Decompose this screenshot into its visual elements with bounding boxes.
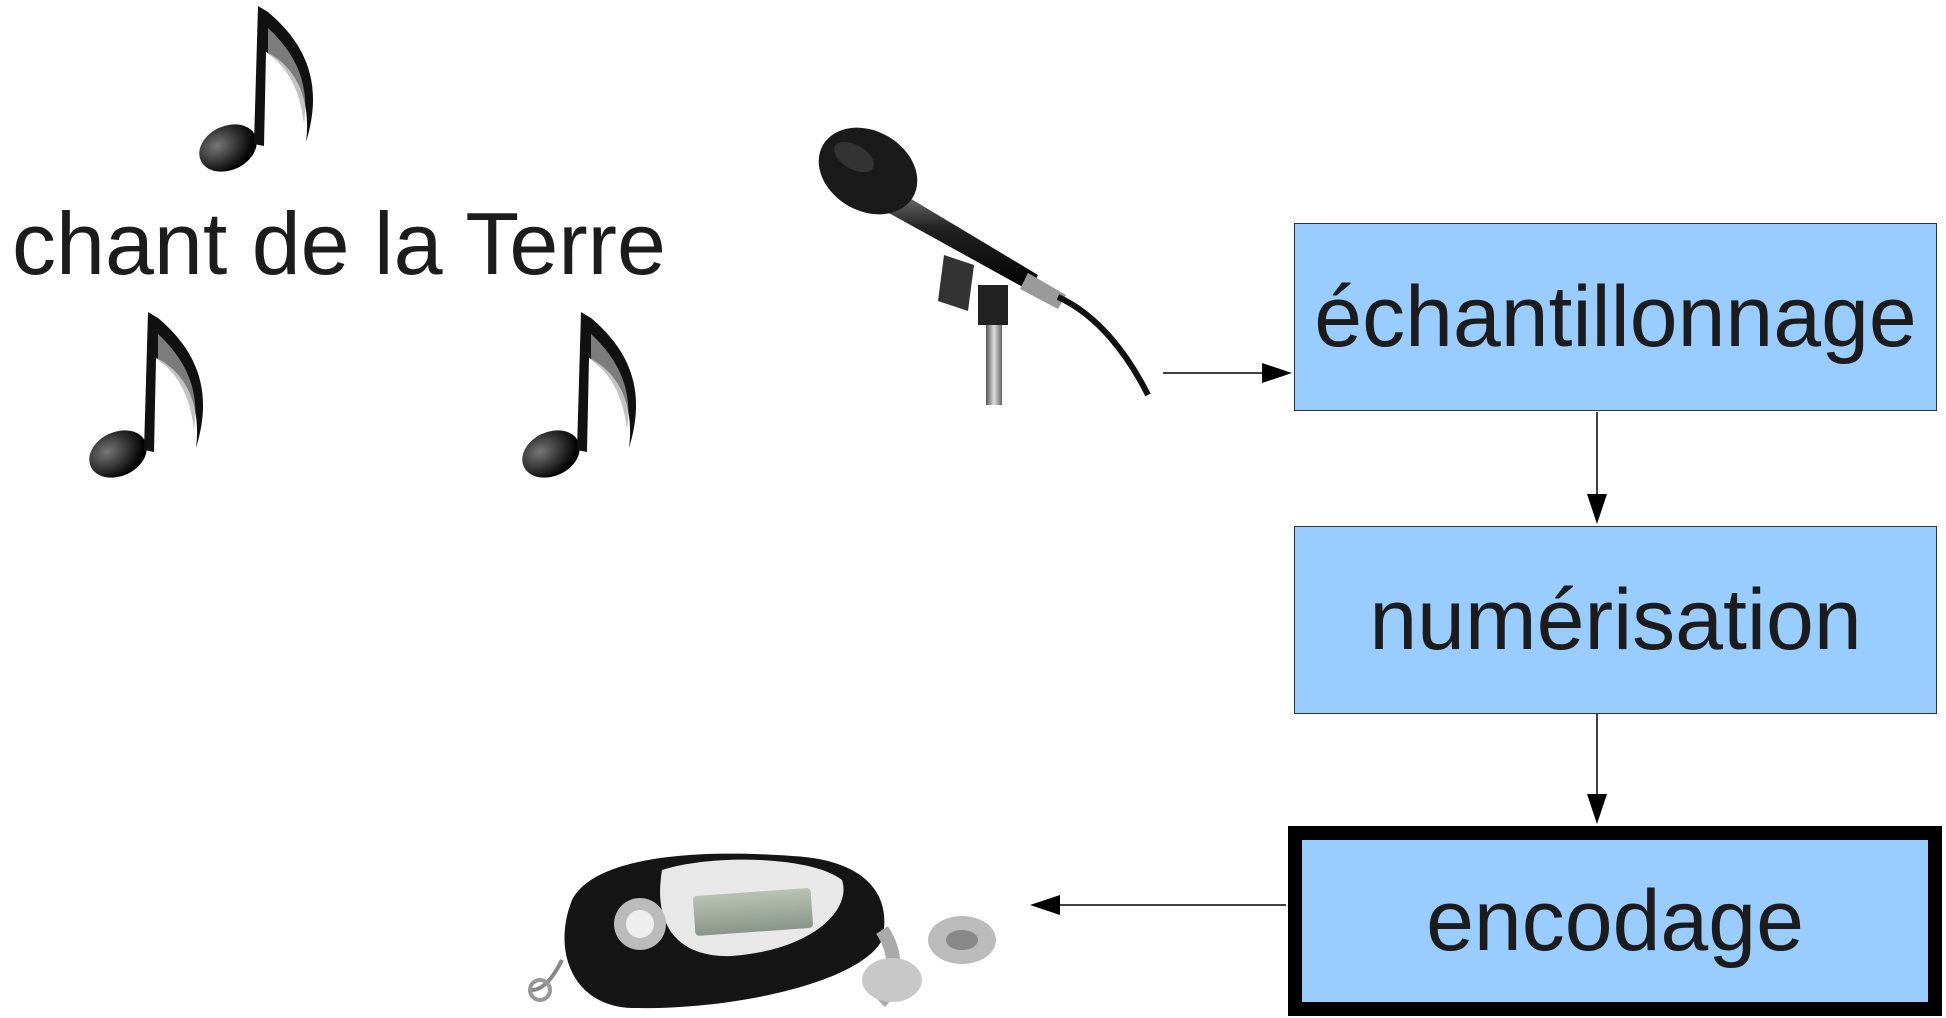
music-note-icon: [199, 6, 314, 172]
music-note-icon: [522, 312, 637, 478]
digitizing-step: numérisation: [1294, 526, 1937, 714]
song-title: chant de la Terre: [12, 194, 666, 293]
microphone-icon: [818, 127, 1151, 405]
music-note-icon: [89, 312, 204, 478]
sampling-step: échantillonnage: [1294, 223, 1937, 411]
mp3-player-icon: [528, 853, 996, 1009]
encoding-step: encodage: [1288, 826, 1942, 1016]
